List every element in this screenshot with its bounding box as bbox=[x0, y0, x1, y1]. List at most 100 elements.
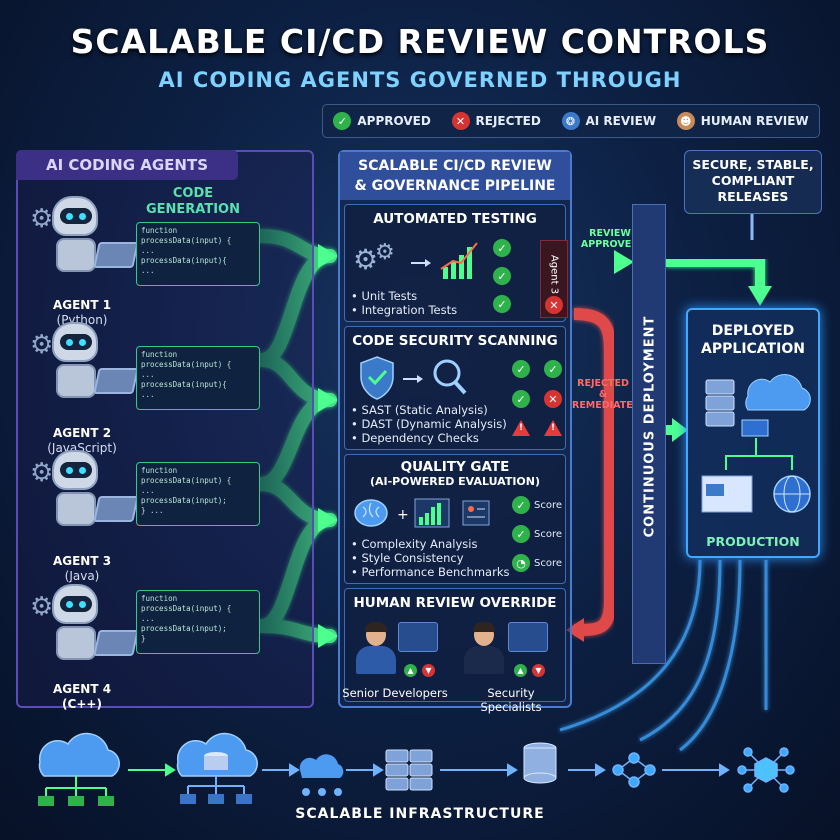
laptop-icon bbox=[93, 368, 139, 394]
automated-testing-status: ✓ ✓ ✓ bbox=[493, 239, 511, 313]
pipeline-title: SCALABLE CI/CD REVIEW& GOVERNANCE PIPELI… bbox=[340, 152, 570, 200]
security-scanning-list: • SAST (Static Analysis) • DAST (Dynamic… bbox=[351, 403, 507, 445]
senior-developer-avatar bbox=[356, 622, 396, 678]
brain-chart-icon: + bbox=[354, 498, 490, 528]
check-icon: ✓ bbox=[544, 360, 562, 378]
check-icon: ✓ bbox=[493, 267, 511, 285]
gear-icon: ⚙ bbox=[30, 204, 54, 234]
list-item: • Dependency Checks bbox=[351, 431, 479, 445]
thumbs-down-icon: ▼ bbox=[422, 664, 435, 677]
automated-testing-title: AUTOMATED TESTING bbox=[373, 211, 537, 227]
agent-3-label: AGENT 3(Java) bbox=[52, 554, 112, 583]
x-icon: ✕ bbox=[451, 112, 470, 130]
code-generation-label: CODE GENERATION bbox=[145, 186, 240, 217]
agent-4-label: AGENT 4 (C++) bbox=[52, 682, 112, 711]
reviewer-security-specialists: Security Specialists bbox=[480, 686, 542, 714]
server-cloud-icon bbox=[701, 374, 811, 513]
agent-3-code: function processData(input) { ... proces… bbox=[136, 462, 260, 526]
check-icon: ✓ bbox=[512, 390, 530, 408]
agent-2-code: function processData(input) { ... proces… bbox=[136, 346, 260, 410]
automated-testing-list: • Unit Tests • Integration Tests bbox=[351, 289, 457, 317]
quality-gate-list: • Complexity Analysis • Style Consistenc… bbox=[351, 537, 509, 579]
secure-releases-box: SECURE, STABLE, COMPLIANT RELEASES bbox=[684, 150, 822, 214]
list-item: • Unit Tests bbox=[351, 289, 418, 303]
agents-panel-title: AI CODING AGENTS bbox=[16, 150, 238, 180]
check-icon: ✓ bbox=[493, 295, 511, 313]
list-item: • SAST (Static Analysis) bbox=[351, 403, 488, 417]
gears-chart-icon: ⚙⚙ bbox=[353, 240, 478, 279]
laptop-icon bbox=[93, 242, 139, 268]
agent-1-code: function processData(input) { ... proces… bbox=[136, 222, 260, 286]
check-icon: ✓ bbox=[512, 496, 530, 514]
legend-rejected-label: REJECTED bbox=[475, 114, 541, 128]
infra-icons bbox=[38, 732, 795, 806]
legend-approved: ✓ APPROVED bbox=[333, 112, 431, 130]
infrastructure-label: SCALABLE INFRASTRUCTURE bbox=[295, 806, 545, 822]
agent-3-robot: ⚙ bbox=[30, 450, 139, 560]
check-icon: ✓ bbox=[512, 525, 530, 543]
page-subtitle: AI CODING AGENTS GOVERNED THROUGH bbox=[158, 68, 682, 92]
gear-icon: ⚙ bbox=[30, 458, 54, 488]
list-item: • DAST (Dynamic Analysis) bbox=[351, 417, 507, 431]
continuous-deployment-bar: CONTINUOUS DEPLOYMENT bbox=[632, 204, 666, 664]
check-icon: ✓ bbox=[493, 239, 511, 257]
warning-icon: ! bbox=[512, 420, 530, 436]
quality-gate-title: QUALITY GATE bbox=[400, 459, 510, 475]
stage-automated-testing: AUTOMATED TESTING ⚙⚙ • Unit Tests • Inte… bbox=[344, 204, 566, 322]
legend-ai-review: ❂ AI REVIEW bbox=[561, 112, 657, 130]
agent-4-code: function processData(input) { ... proces… bbox=[136, 590, 260, 654]
security-status-col2: ✓ ✕ ! bbox=[544, 360, 562, 436]
check-icon: ✓ bbox=[512, 360, 530, 378]
brain-icon: ❂ bbox=[561, 112, 580, 130]
list-item: • Integration Tests bbox=[351, 303, 458, 317]
agent-1-robot: ⚙ bbox=[30, 196, 139, 306]
security-status-col1: ✓ ✓ ! bbox=[512, 360, 530, 436]
list-item: • Complexity Analysis bbox=[351, 537, 478, 551]
person-icon: ☻ bbox=[676, 112, 695, 130]
page-title: SCALABLE CI/CD REVIEW CONTROLS bbox=[70, 22, 770, 61]
legend-human-review: ☻ HUMAN REVIEW bbox=[676, 112, 809, 130]
quality-gate-scores: ✓Score ✓Score ◔Score bbox=[512, 496, 562, 572]
review-approved-label: REVIEW APPROVED bbox=[580, 228, 640, 250]
human-review-title: HUMAN REVIEW OVERRIDE bbox=[353, 595, 557, 611]
legend-human-review-label: HUMAN REVIEW bbox=[700, 114, 809, 128]
svg-text:⚙: ⚙ bbox=[353, 243, 378, 276]
score-row: ✓Score bbox=[512, 496, 562, 514]
legend-approved-label: APPROVED bbox=[357, 114, 431, 128]
agent-2-robot: ⚙ bbox=[30, 322, 139, 432]
gear-icon: ⚙ bbox=[30, 330, 54, 360]
reviewer-senior-developers: Senior Developers bbox=[342, 686, 448, 700]
check-icon: ✓ bbox=[333, 112, 352, 130]
score-row: ◔Score bbox=[512, 554, 562, 572]
warning-icon: ! bbox=[544, 420, 562, 436]
agent-4-robot: ⚙ bbox=[30, 584, 139, 694]
review-card-icon bbox=[508, 622, 548, 652]
production-label: PRODUCTION bbox=[706, 534, 800, 549]
review-card-icon bbox=[398, 622, 438, 652]
gauge-icon: ◔ bbox=[512, 554, 530, 572]
svg-text:+: + bbox=[397, 507, 409, 523]
thumbs-up-icon: ▲ bbox=[514, 664, 527, 677]
thumbs-up-icon: ▲ bbox=[404, 664, 417, 677]
legend: ✓ APPROVED ✕ REJECTED ❂ AI REVIEW ☻ HUMAN RE… bbox=[322, 104, 820, 138]
arrowheads-green bbox=[318, 244, 338, 648]
thumbs-down-icon: ▼ bbox=[532, 664, 545, 677]
x-icon: ✕ bbox=[544, 390, 562, 408]
laptop-icon bbox=[93, 630, 139, 656]
quality-gate-subtitle: (AI-POWERED EVALUATION) bbox=[369, 475, 541, 488]
gear-icon: ⚙ bbox=[30, 592, 54, 622]
score-row: ✓Score bbox=[512, 525, 562, 543]
x-icon: ✕ bbox=[545, 296, 563, 314]
list-item: • Style Consistency bbox=[351, 551, 464, 565]
legend-rejected: ✕ REJECTED bbox=[451, 112, 541, 130]
shield-search-icon bbox=[360, 356, 467, 400]
legend-ai-review-label: AI REVIEW bbox=[585, 114, 657, 128]
laptop-icon bbox=[93, 496, 139, 522]
security-scanning-title: CODE SECURITY SCANNING bbox=[352, 333, 558, 349]
svg-text:⚙: ⚙ bbox=[375, 240, 395, 265]
stage-quality-gate: QUALITY GATE (AI-POWERED EVALUATION) + •… bbox=[344, 454, 566, 584]
rejected-remediated-label: REJECTED & REMEDIATED bbox=[572, 378, 641, 411]
